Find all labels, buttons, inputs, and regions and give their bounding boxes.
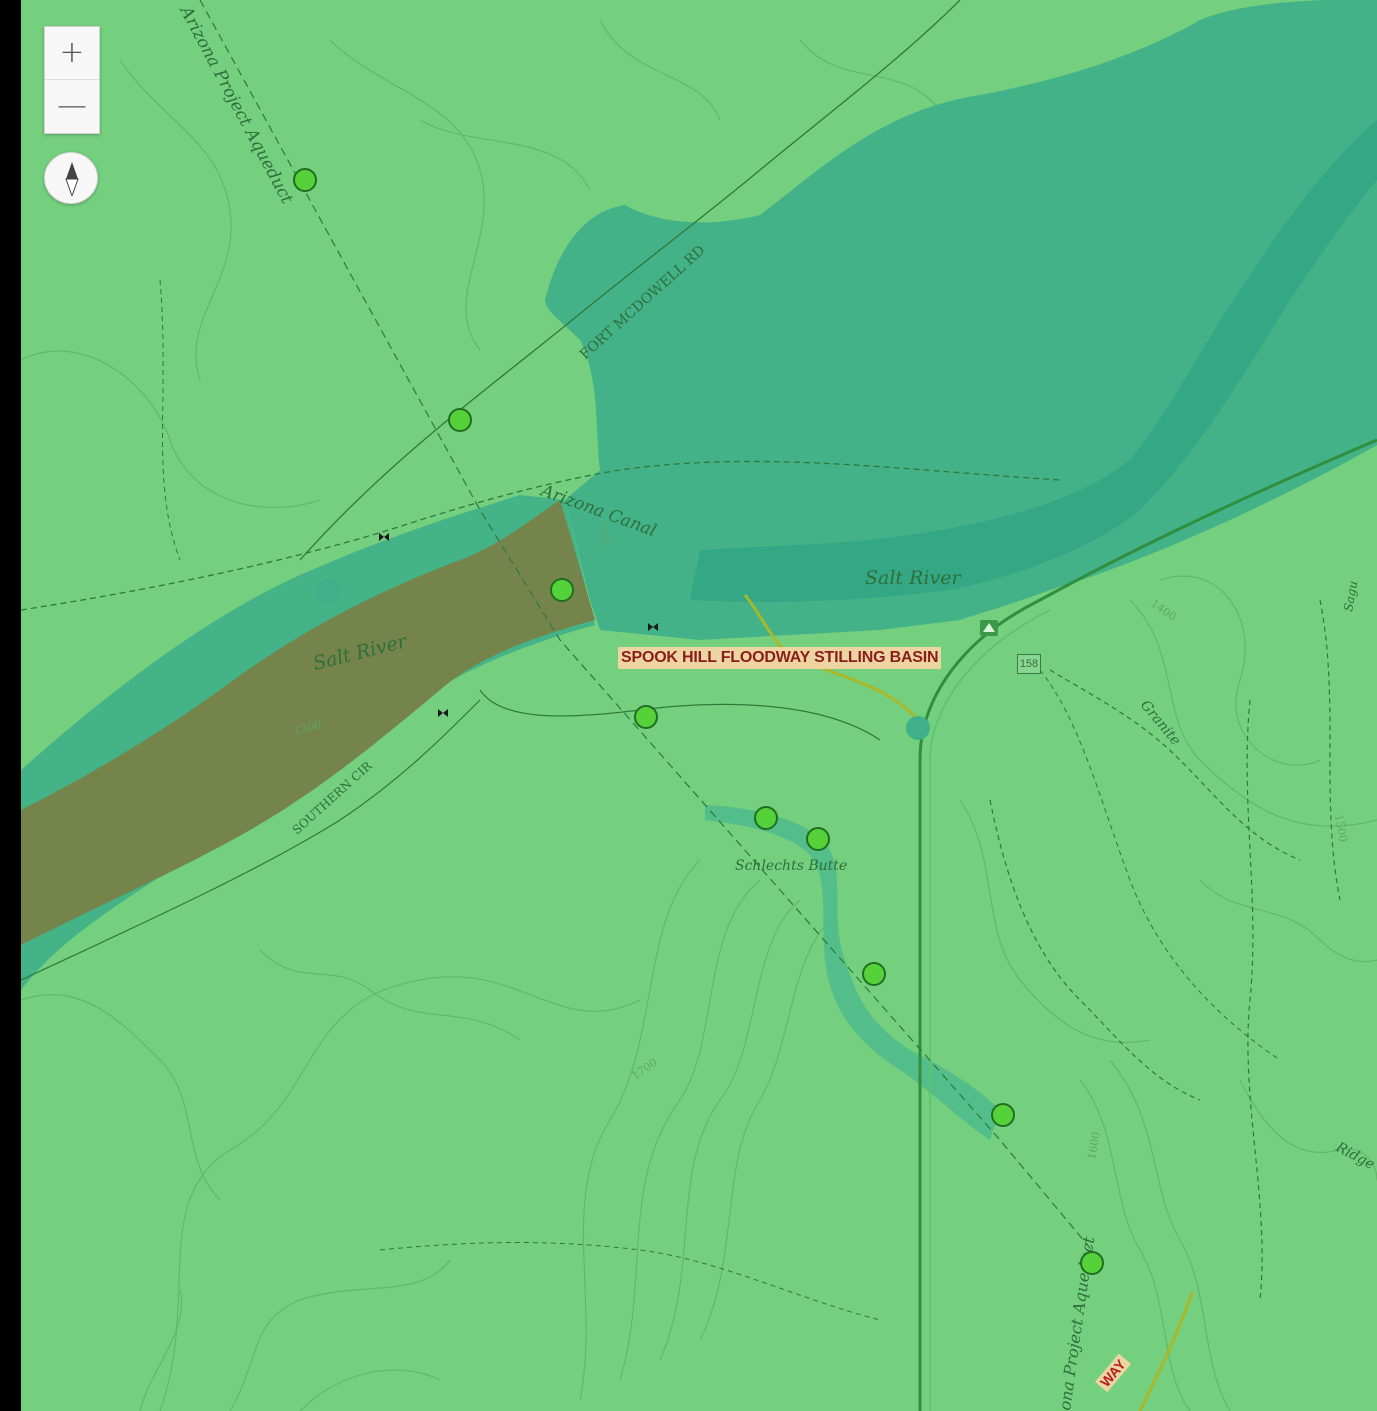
pond (317, 579, 341, 603)
map-marker[interactable] (550, 578, 574, 602)
dam-icon (379, 533, 658, 717)
compass-button[interactable] (44, 152, 98, 204)
compass-icon (65, 162, 79, 196)
contour-label-1500: 1500 (1332, 813, 1350, 843)
feature-label-stilling-basin[interactable]: SPOOK HILL FLOODWAY STILLING BASIN (618, 647, 942, 669)
contour-lines (21, 19, 1377, 1411)
left-edge-strip (0, 0, 21, 1411)
highway-shield: 158 (1017, 654, 1041, 674)
point-markers[interactable] (293, 168, 1104, 1275)
label-sagu: Sagu (1341, 580, 1360, 613)
label-schlechts-butte: Schlechts Butte (735, 858, 847, 874)
zoom-out-button[interactable]: — (45, 79, 99, 131)
river-water-area (545, 0, 1377, 640)
label-salt-river-east: Salt River (865, 567, 962, 589)
road-lines (21, 0, 1377, 1411)
zoom-in-button[interactable]: + (45, 27, 99, 79)
campground-icon (980, 620, 998, 636)
map-marker[interactable] (448, 408, 472, 432)
map-marker[interactable] (293, 168, 317, 192)
map-marker[interactable] (634, 705, 658, 729)
zoom-control: + — (44, 26, 100, 134)
map-marker[interactable] (754, 806, 778, 830)
contour-label-1300b: 1300 (597, 519, 612, 548)
stilling-basin-area (21, 500, 595, 945)
river-channel (690, 120, 1377, 602)
map-svg[interactable]: Arizona Project Aqueduct FORT MCDOWELL R… (21, 0, 1377, 1411)
contour-label-1600: 1600 (1085, 1131, 1103, 1161)
map-marker[interactable] (1080, 1251, 1104, 1275)
map-canvas[interactable]: Arizona Project Aqueduct FORT MCDOWELL R… (21, 0, 1377, 1411)
map-marker[interactable] (862, 962, 886, 986)
pond (906, 716, 930, 740)
floodway-line-south (1138, 1291, 1194, 1411)
map-marker[interactable] (806, 827, 830, 851)
map-marker[interactable] (991, 1103, 1015, 1127)
